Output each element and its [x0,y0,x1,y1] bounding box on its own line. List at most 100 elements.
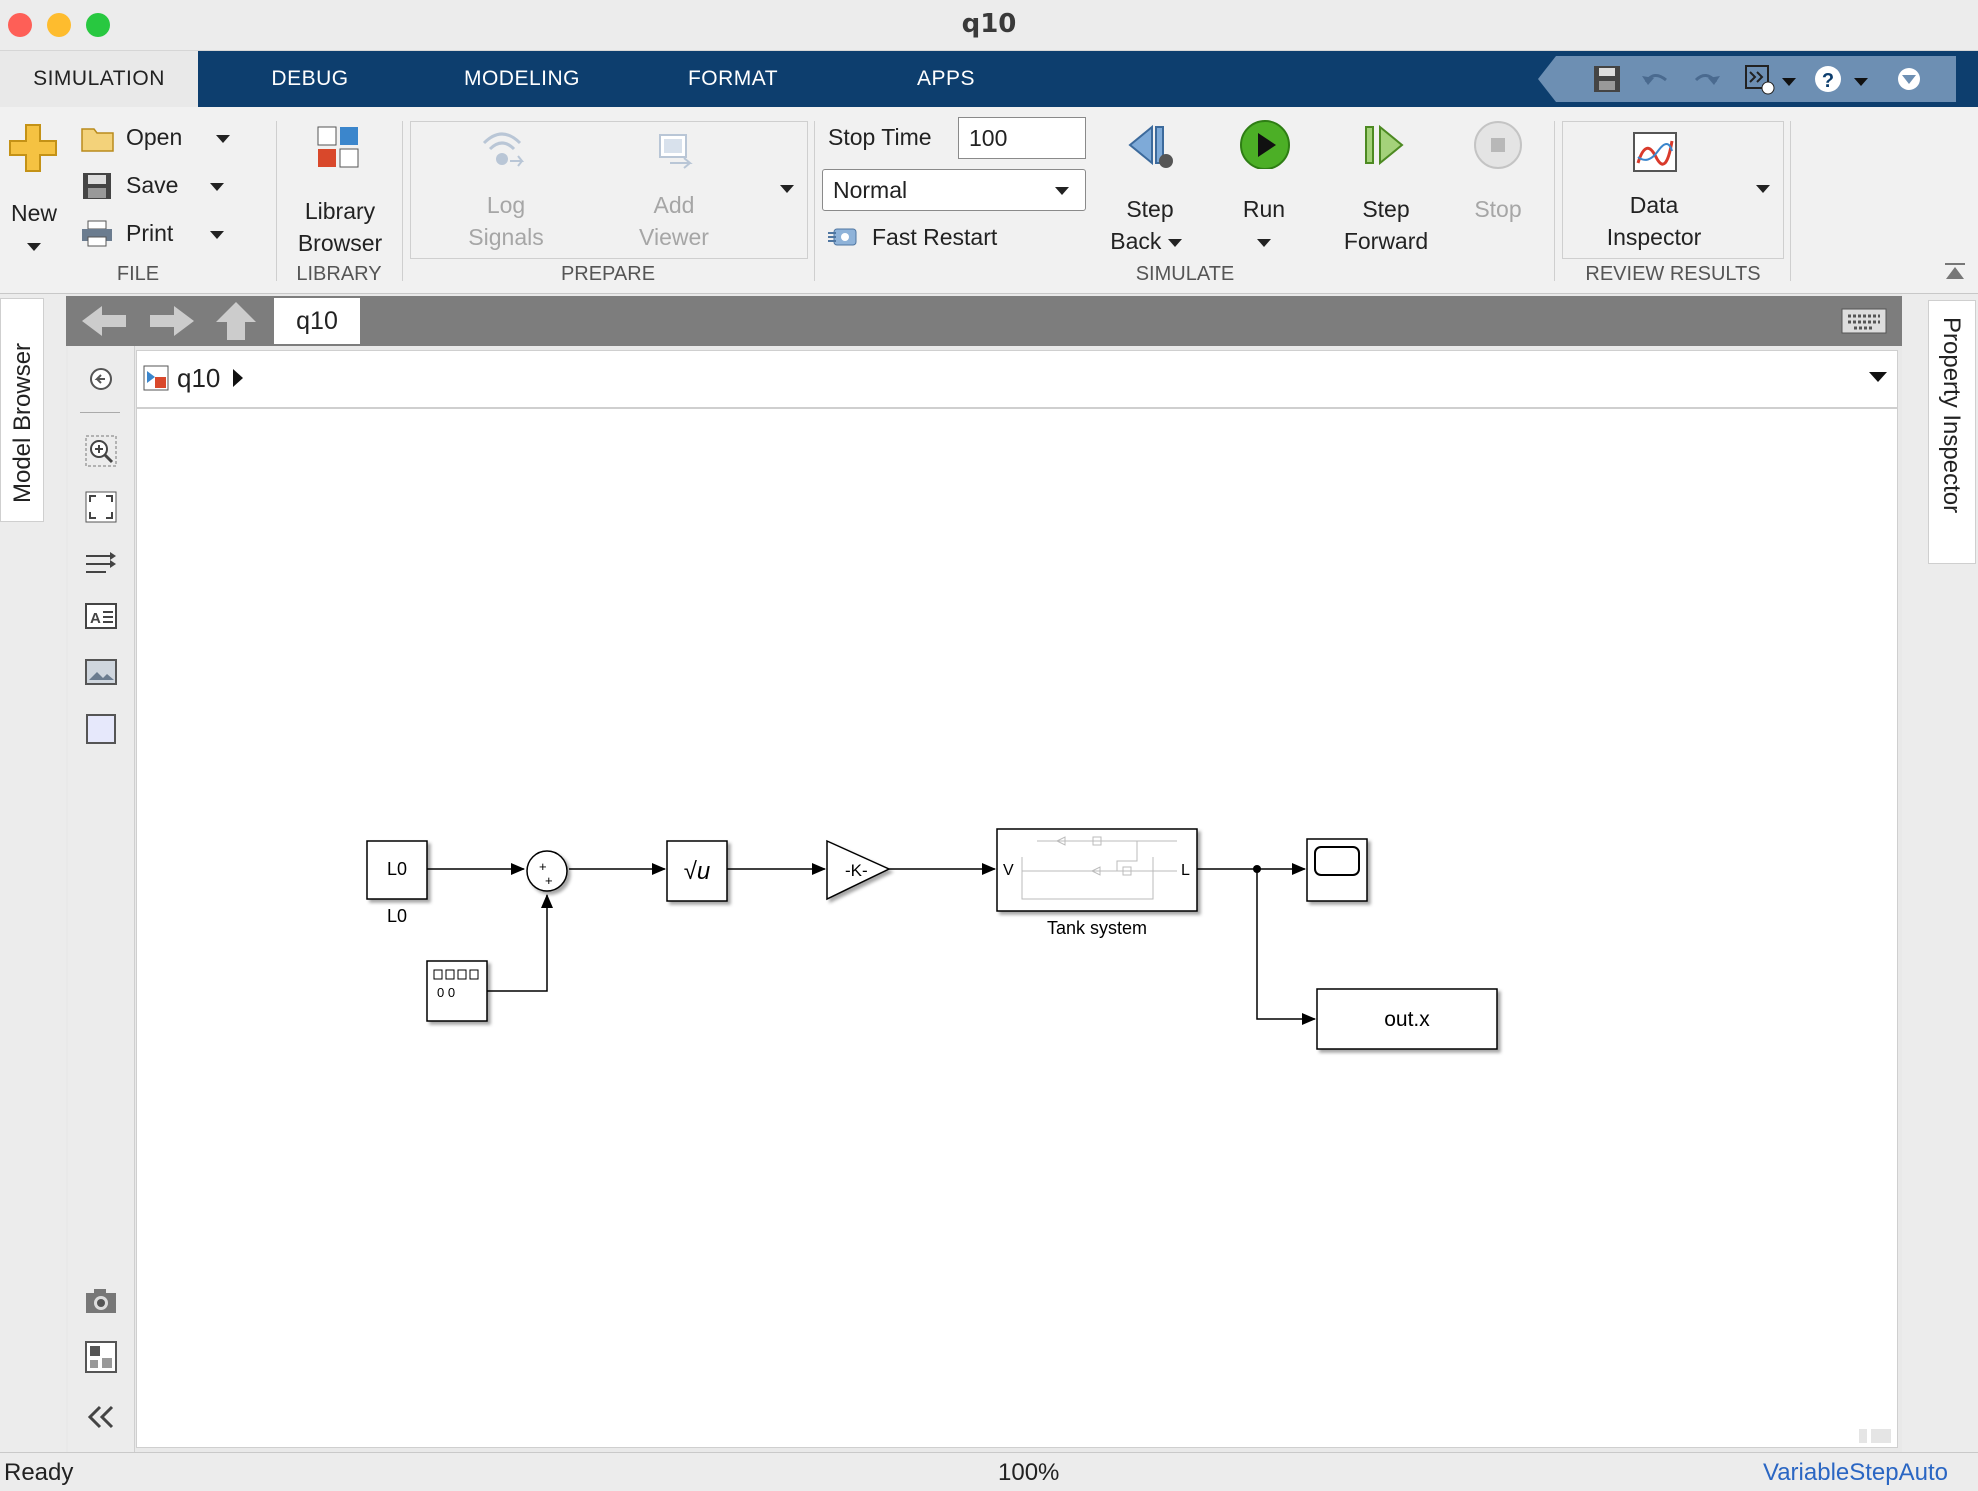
model-browser-tab[interactable]: Model Browser [0,298,44,522]
step-back-button[interactable]: Step Back [1104,119,1196,259]
gain-block[interactable]: -K- [826,839,891,901]
collapse-double-chevron-icon[interactable] [86,1404,116,1430]
breadcrumb-arrow-icon[interactable] [231,367,245,389]
step-forward-label-2: Forward [1343,228,1429,254]
fast-restart-label: Fast Restart [872,224,998,250]
prepare-expand-icon[interactable] [780,185,794,193]
model-tab-q10[interactable]: q10 [274,298,360,344]
fast-restart-toggle[interactable]: Fast Restart [826,221,1026,257]
add-viewer-button[interactable]: Add Viewer [614,129,734,259]
canvas-side-toolbar: A [68,346,135,1452]
annotation-icon[interactable]: A [84,602,118,632]
sum-block[interactable]: + + [526,850,568,892]
simulate-section-label: SIMULATE [1135,263,1235,285]
log-signals-label-2: Signals [468,224,544,250]
route-lines-icon[interactable] [84,548,118,578]
minimize-window-button[interactable] [47,13,71,37]
branch-point [1253,865,1261,873]
fit-to-view-icon[interactable] [84,490,118,524]
tab-apps[interactable]: APPS [916,67,976,90]
camera-icon[interactable] [84,1286,118,1316]
run-caret-icon[interactable] [1257,238,1271,247]
save-button[interactable]: Save [80,169,240,203]
library-label-2: Browser [297,230,383,256]
library-section-label: LIBRARY [296,263,382,285]
stop-time-input[interactable]: 100 [958,117,1086,159]
image-icon[interactable] [84,658,118,688]
print-button[interactable]: Print [80,217,240,251]
keyboard-icon[interactable] [1840,306,1888,336]
library-browser-button[interactable]: Library Browser [282,121,398,261]
data-inspector-button[interactable]: Data Inspector [1570,129,1738,259]
save-caret-icon[interactable] [210,183,224,191]
breadcrumb-q10[interactable]: q10 [177,363,221,393]
signal-lines[interactable] [427,863,1316,1025]
open-caret-icon[interactable] [216,135,230,143]
tab-modeling[interactable]: MODELING [463,67,580,90]
tab-simulation[interactable]: SIMULATION [0,51,198,107]
fast-restart-icon [828,228,857,246]
block-diagram: L0 L0 0 0 + + √u -K- [366,828,1498,1050]
run-play-icon [1240,120,1290,170]
help-caret-icon[interactable] [1854,78,1868,86]
resize-grip-icon[interactable] [1855,1427,1895,1445]
quick-menu-caret-icon[interactable] [1782,78,1796,86]
simulink-quick-icon[interactable] [1745,65,1775,95]
new-caret-icon [27,242,41,251]
address-dropdown-icon[interactable] [1867,369,1889,385]
simulation-mode-select[interactable]: Normal [822,169,1086,211]
step-forward-button[interactable]: Step Forward [1330,119,1442,259]
subsystem-thumbnail [1021,836,1177,900]
model-canvas[interactable]: L0 L0 0 0 + + √u -K- [136,408,1898,1448]
solver-link[interactable]: VariableStepAuto [1762,1459,1948,1486]
constant-block[interactable]: L0 [366,840,428,900]
tab-format[interactable]: FORMAT [687,67,779,90]
tab-debug[interactable]: DEBUG [271,67,349,90]
step-forward-icon [1365,124,1404,166]
add-viewer-icon [659,134,693,169]
status-bar: Ready 100% VariableStepAuto [0,1452,1978,1491]
review-gallery [1562,121,1784,259]
library-browser-icon [317,126,359,168]
run-button[interactable]: Run [1224,119,1304,259]
stop-button[interactable]: Stop [1458,119,1538,229]
print-caret-icon[interactable] [210,231,224,239]
tank-subsystem-block[interactable]: V L [996,828,1198,912]
save-quick-icon[interactable] [1594,66,1620,92]
collapse-toolstrip-icon[interactable] [1898,68,1920,90]
ribbon-tab-bar: SIMULATION DEBUG MODELING FORMAT APPS ? [0,51,1978,107]
new-plus-icon [9,124,57,172]
scope-block[interactable] [1306,838,1368,902]
zoom-area-icon[interactable] [84,434,118,468]
forward-arrow-icon[interactable] [146,304,196,338]
stop-icon [1474,121,1522,169]
step-back-caret-icon[interactable] [1167,238,1182,247]
open-button[interactable]: Open [80,121,240,155]
constant-block-name: L0 [387,906,407,926]
property-inspector-tab[interactable]: Property Inspector [1928,300,1976,564]
divider [80,412,120,413]
sum-sign-2: + [545,873,553,888]
prepare-gallery [410,121,808,259]
property-inspector-label: Property Inspector [1938,317,1965,514]
constant-value: L0 [387,859,407,879]
up-arrow-icon[interactable] [214,300,258,342]
minimize-toolstrip-icon[interactable] [1942,261,1968,283]
undo-icon[interactable] [1642,74,1667,85]
simulation-mode-value: Normal [833,177,908,203]
review-section-label: REVIEW RESULTS [1585,263,1761,285]
redo-icon[interactable] [1694,74,1720,85]
review-expand-icon[interactable] [1756,185,1770,193]
hide-explorer-icon[interactable] [88,366,114,392]
to-workspace-block[interactable]: out.x [1316,988,1498,1050]
help-icon[interactable]: ? [1815,66,1841,92]
model-data-icon[interactable] [84,1340,118,1374]
sqrt-block[interactable]: √u [666,840,728,902]
area-icon[interactable] [84,712,118,746]
close-window-button[interactable] [8,13,32,37]
back-arrow-icon[interactable] [80,304,130,338]
clock-block[interactable]: 0 0 [426,960,488,1022]
zoom-window-button[interactable] [86,13,110,37]
log-signals-button[interactable]: Log Signals [446,129,566,259]
new-button[interactable]: New [2,121,66,271]
